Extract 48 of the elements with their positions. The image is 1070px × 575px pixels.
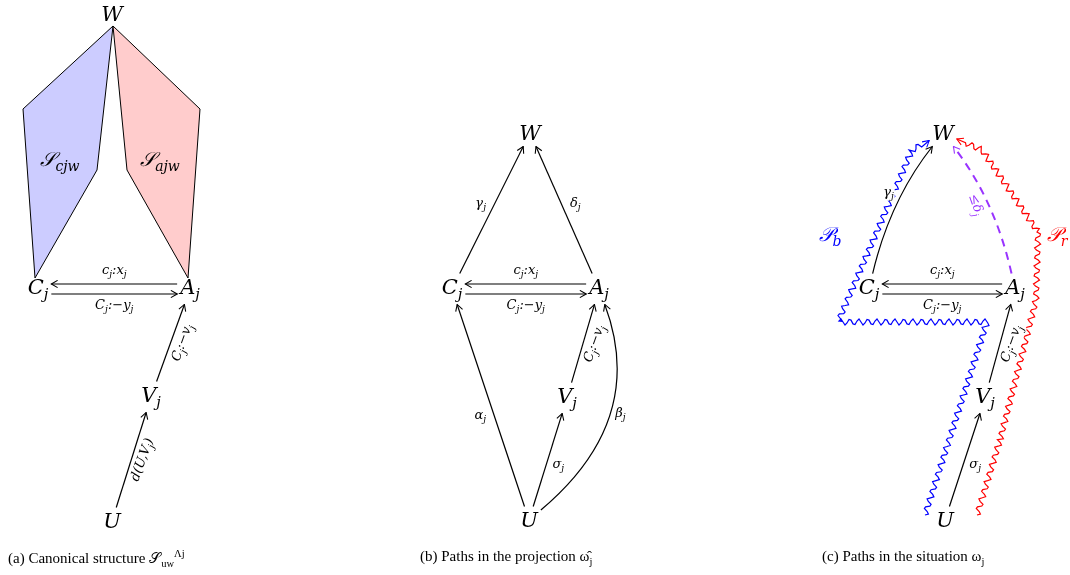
arrow [455, 303, 526, 508]
arrow [948, 412, 982, 508]
arrow [872, 145, 933, 275]
region-label: 𝒮$_{ajw}$ [140, 146, 180, 174]
edge-label: 𝒫$_{r}$ [1045, 222, 1069, 250]
edge-label: C$_{j}$:−y$_{j}$ [922, 297, 963, 315]
figure-caption: (c) Paths in the situation ω$_{j}$ [822, 548, 985, 567]
edge-label: β$_{j}$ [614, 405, 627, 422]
vertex-label: U [519, 508, 539, 532]
vertex-label: W [931, 121, 955, 145]
edge-label: δ$_{j}$ [568, 195, 582, 212]
arrow [570, 303, 597, 384]
arrow [534, 145, 593, 275]
vertex-label: A$_{j}$ [179, 275, 201, 303]
vertex-label: U [102, 509, 122, 533]
arrow [532, 412, 565, 508]
arrow [540, 303, 618, 511]
shaded-region [23, 26, 113, 278]
edge-label: C$_{j}$:−y$_{j}$ [505, 297, 546, 315]
vertex-label: C$_{j}$ [440, 275, 464, 303]
arrow [881, 289, 1003, 299]
vertex-label: W [100, 2, 124, 26]
arrow [50, 279, 178, 289]
arrow [156, 303, 187, 383]
edge-label: 𝒫$_{b}$ [817, 222, 843, 250]
arrow [50, 289, 178, 299]
arrow [115, 411, 149, 509]
arrow [881, 279, 1003, 289]
vertex-label: A$_{j}$ [588, 275, 610, 303]
edge-label: C$_{j}$:−y$_{j}$ [94, 297, 135, 315]
arrow [837, 139, 990, 516]
vertex-label: W [518, 121, 542, 145]
vertex-label: V$_{j}$ [556, 384, 578, 412]
arrow [459, 145, 525, 275]
region-label: 𝒮$_{cjw}$ [40, 146, 80, 174]
vertex-label: C$_{j}$ [26, 275, 50, 303]
vertex-label: V$_{j}$ [140, 383, 162, 411]
arrow [988, 303, 1014, 384]
vertex-label: A$_{j}$ [1004, 275, 1026, 303]
arrow [956, 137, 1042, 516]
arrow [952, 145, 1013, 275]
arrow [464, 289, 587, 299]
vertex-label: C$_{j}$ [857, 275, 881, 303]
vertex-label: V$_{j}$ [974, 384, 996, 412]
shaded-region [113, 26, 200, 278]
vertex-label: U [935, 508, 955, 532]
arrow [464, 279, 587, 289]
figure-caption: (b) Paths in the projection ω̂$_{j}$ [420, 548, 593, 567]
